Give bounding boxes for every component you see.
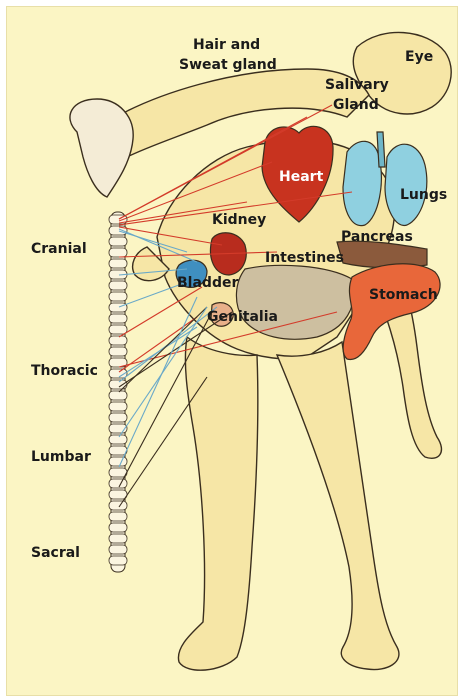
vertebra bbox=[109, 303, 127, 312]
label-bladder: Bladder bbox=[177, 275, 238, 291]
vertebra bbox=[109, 457, 127, 466]
diagram-frame: Hair and Sweat gland Eye Salivary Gland … bbox=[6, 6, 458, 696]
intestines-organ bbox=[236, 265, 353, 339]
label-genitalia: Genitalia bbox=[207, 309, 278, 325]
vertebra bbox=[109, 237, 127, 246]
label-hair-sweat-1: Hair and bbox=[193, 37, 260, 53]
label-intestines: Intestines bbox=[265, 250, 344, 266]
trachea bbox=[377, 132, 385, 167]
vertebra bbox=[109, 545, 127, 554]
vertebra bbox=[109, 248, 127, 257]
vertebra bbox=[109, 446, 127, 455]
vertebra bbox=[109, 402, 127, 411]
vertebra bbox=[109, 501, 127, 510]
vertebra bbox=[109, 380, 127, 389]
label-eye: Eye bbox=[405, 49, 433, 65]
stomach-organ bbox=[343, 264, 440, 360]
label-stomach: Stomach bbox=[369, 287, 438, 303]
vertebra bbox=[109, 226, 127, 235]
label-sacral: Sacral bbox=[31, 545, 80, 561]
label-lumbar: Lumbar bbox=[31, 449, 91, 465]
vertebra bbox=[109, 435, 127, 444]
vertebra bbox=[109, 556, 127, 565]
vertebra bbox=[109, 314, 127, 323]
anatomy-illustration bbox=[7, 7, 457, 695]
vertebra bbox=[109, 336, 127, 345]
vertebra bbox=[109, 391, 127, 400]
vertebra bbox=[109, 490, 127, 499]
label-lungs: Lungs bbox=[400, 187, 447, 203]
right-leg bbox=[277, 342, 399, 670]
vertebra bbox=[109, 523, 127, 532]
label-cranial: Cranial bbox=[31, 241, 87, 257]
vertebra bbox=[109, 281, 127, 290]
brain-head bbox=[70, 99, 133, 197]
vertebra bbox=[109, 413, 127, 422]
vertebra bbox=[109, 512, 127, 521]
vertebra bbox=[109, 468, 127, 477]
label-heart: Heart bbox=[279, 169, 323, 185]
vertebra bbox=[109, 534, 127, 543]
vertebra bbox=[109, 479, 127, 488]
label-salivary-1: Salivary bbox=[325, 77, 389, 93]
vertebra bbox=[109, 325, 127, 334]
left-leg bbox=[178, 337, 257, 670]
label-kidney: Kidney bbox=[212, 212, 266, 228]
vertebra bbox=[109, 347, 127, 356]
vertebra bbox=[109, 292, 127, 301]
label-salivary-2: Gland bbox=[333, 97, 379, 113]
label-thoracic: Thoracic bbox=[31, 363, 98, 379]
vertebra bbox=[109, 259, 127, 268]
label-pancreas: Pancreas bbox=[341, 229, 413, 245]
label-hair-sweat-2: Sweat gland bbox=[179, 57, 277, 73]
